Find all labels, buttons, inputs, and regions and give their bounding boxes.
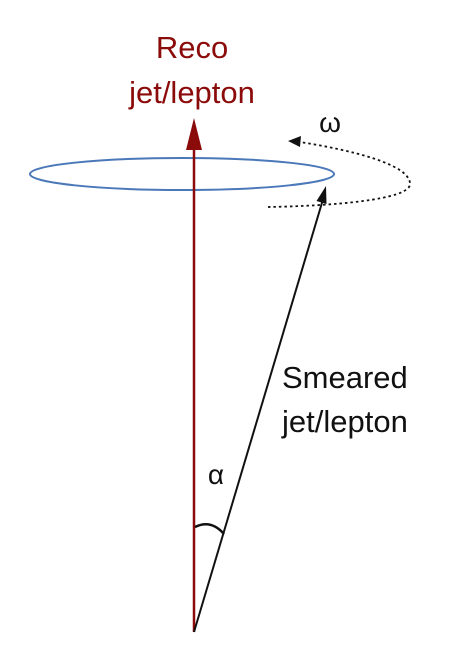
alpha-angle-arc (194, 522, 225, 535)
smeared-arrowhead (316, 186, 327, 204)
smeared-label-line1: Smeared (282, 360, 408, 395)
omega-arrowhead (288, 136, 301, 147)
rotation-ellipse (29, 157, 335, 191)
smeared-arrow-shaft (193, 195, 325, 633)
reco-label-line2: jet/lepton (128, 75, 255, 110)
alpha-label: α (208, 459, 224, 490)
reco-label-line1: Reco (156, 30, 228, 65)
omega-label: ω (319, 107, 341, 138)
smeared-label-line2: jet/lepton (281, 404, 408, 439)
omega-rotation-arc (267, 141, 411, 208)
reco-arrowhead (186, 118, 202, 150)
